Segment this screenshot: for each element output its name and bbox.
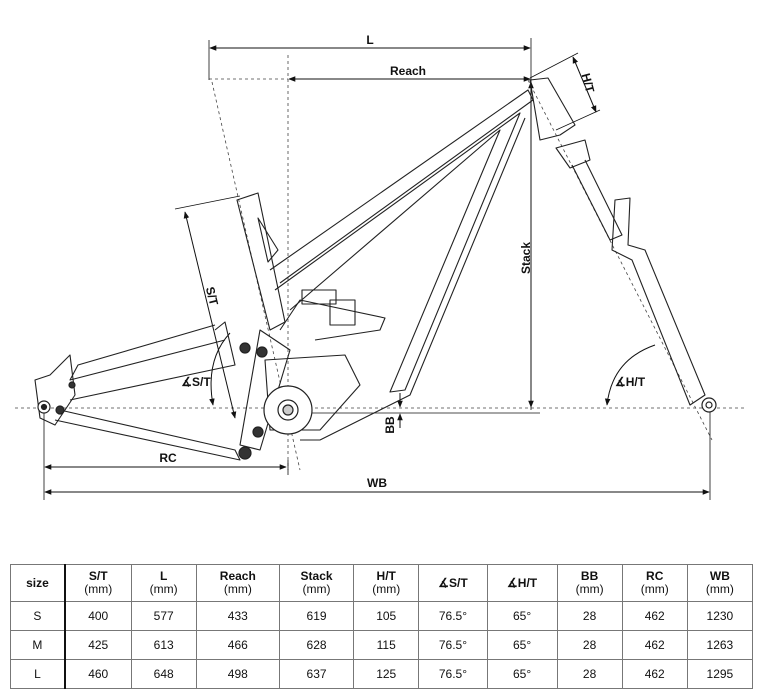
table-cell: 462	[621, 659, 688, 689]
bb-label: BB	[383, 416, 397, 434]
table-cell: 466	[195, 630, 280, 660]
table-cell: 648	[130, 659, 197, 689]
column-header: RC(mm)	[621, 564, 688, 602]
column-header-label: BB	[580, 569, 599, 583]
pivots	[37, 342, 717, 460]
table-cell: 462	[621, 630, 688, 660]
table-cell: 65°	[486, 630, 558, 660]
table-cell: 28	[556, 630, 623, 660]
table-cell: 577	[130, 601, 197, 631]
column-header: ∡S/T	[418, 564, 488, 602]
column-header-unit: (mm)	[372, 582, 401, 596]
column-header-unit: (mm)	[705, 582, 734, 596]
size-cell: M	[9, 630, 66, 660]
column-header: L(mm)	[130, 564, 197, 602]
column-header: S/T(mm)	[64, 564, 132, 602]
frame-geometry-diagram: L Reach H/T Stack S/T ∡S/T ∡H/T BB RC WB	[15, 33, 745, 500]
column-header: H/T(mm)	[353, 564, 420, 602]
table-cell: 1295	[686, 659, 754, 689]
ht-angle-arc	[604, 344, 656, 406]
column-header: WB(mm)	[686, 564, 754, 602]
st-label: S/T	[203, 285, 221, 307]
column-header-label: size	[26, 575, 49, 590]
st-dimension	[183, 211, 237, 419]
L-label: L	[366, 33, 373, 47]
column-header: size	[9, 564, 66, 602]
column-header-unit: (mm)	[223, 582, 252, 596]
table-cell: 76.5°	[418, 659, 488, 689]
bike-frame	[34, 77, 706, 461]
column-header-unit: (mm)	[575, 582, 604, 596]
column-header: Stack(mm)	[278, 564, 355, 602]
wb-label: WB	[367, 476, 387, 490]
size-cell: L	[9, 659, 66, 689]
table-cell: 65°	[486, 601, 558, 631]
column-header: ∡H/T	[486, 564, 558, 602]
column-header-label: Stack	[300, 569, 333, 583]
table-cell: 105	[353, 601, 420, 631]
column-header-label: Reach	[219, 569, 256, 583]
table-cell: 433	[195, 601, 280, 631]
dimension-lines	[44, 45, 710, 495]
table-cell: 400	[64, 601, 132, 631]
column-header-label: S/T	[88, 569, 108, 583]
column-header-label: RC	[646, 569, 664, 583]
column-header: Reach(mm)	[195, 564, 280, 602]
table-cell: 28	[556, 659, 623, 689]
column-header-label: L	[159, 569, 168, 583]
reach-label: Reach	[390, 64, 426, 78]
table-cell: 125	[353, 659, 420, 689]
table-cell: 65°	[486, 659, 558, 689]
column-header-label: ∡S/T	[438, 575, 468, 590]
table-cell: 76.5°	[418, 601, 488, 631]
extension-lines	[43, 38, 711, 500]
table-cell: 425	[64, 630, 132, 660]
st-angle-arc	[209, 332, 231, 406]
column-header-label: WB	[709, 569, 730, 583]
column-header-unit: (mm)	[149, 582, 178, 596]
table-cell: 1230	[686, 601, 754, 631]
column-header-unit: (mm)	[302, 582, 331, 596]
column-header-label: ∡H/T	[507, 575, 538, 590]
table-cell: 76.5°	[418, 630, 488, 660]
table-cell: 613	[130, 630, 197, 660]
table-cell: 115	[353, 630, 420, 660]
stack-label: Stack	[519, 242, 533, 274]
table-cell: 498	[195, 659, 280, 689]
column-header-label: H/T	[376, 569, 396, 583]
rc-label: RC	[159, 451, 177, 465]
reference-lines	[15, 55, 745, 471]
size-cell: S	[9, 601, 66, 631]
table-cell: 462	[621, 601, 688, 631]
ht-dimension	[572, 56, 597, 113]
column-header-unit: (mm)	[640, 582, 669, 596]
ht-label: H/T	[579, 72, 598, 95]
table-cell: 460	[64, 659, 132, 689]
st-angle-label: ∡S/T	[181, 375, 211, 389]
table-cell: 1263	[686, 630, 754, 660]
column-header: BB(mm)	[556, 564, 623, 602]
table-cell: 619	[278, 601, 355, 631]
table-cell: 628	[278, 630, 355, 660]
ht-angle-label: ∡H/T	[615, 375, 646, 389]
column-header-unit: (mm)	[84, 582, 113, 596]
table-cell: 637	[278, 659, 355, 689]
table-cell: 28	[556, 601, 623, 631]
